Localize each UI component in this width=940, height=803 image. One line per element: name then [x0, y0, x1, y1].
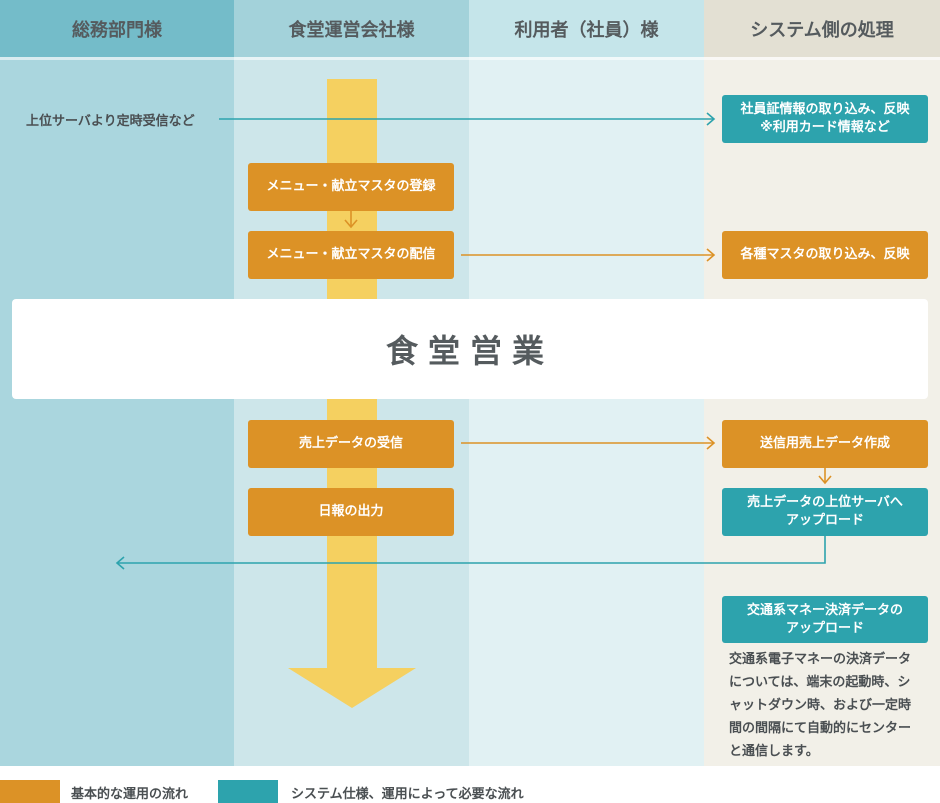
header-divider [0, 57, 234, 60]
sales-data-upload-box: 売上データの上位サーバへ アップロード [722, 488, 928, 536]
column-header-general-affairs: 総務部門様 [0, 0, 234, 57]
menu-master-distribute-box: メニュー・献立マスタの配信 [248, 231, 454, 279]
sales-data-receive-box: 売上データの受信 [248, 420, 454, 468]
employee-id-import-box: 社員証情報の取り込み、反映 ※利用カード情報など [722, 95, 928, 143]
legend-swatch-basic [0, 780, 60, 803]
header-divider [469, 57, 704, 60]
column-header-system-side: システム側の処理 [704, 0, 940, 57]
ic-money-note: 交通系電子マネーの決済データ については、端末の起動時、シ ャットダウン時、およ… [729, 652, 912, 759]
menu-master-register-box: メニュー・献立マスタの登録 [248, 163, 454, 211]
cafeteria-operation-banner: 食堂営業 [12, 299, 928, 399]
upper-server-receive-label: 上位サーバより定時受信など [26, 114, 195, 129]
legend-swatch-optional [218, 780, 278, 803]
column-header-users: 利用者（社員）様 [469, 0, 704, 57]
daily-report-output-box: 日報の出力 [248, 488, 454, 536]
column-header-cafeteria-operator: 食堂運営会社様 [234, 0, 469, 57]
master-import-box: 各種マスタの取り込み、反映 [722, 231, 928, 279]
header-divider [704, 57, 940, 60]
legend-label-basic: 基本的な運用の流れ [71, 787, 189, 802]
header-divider [234, 57, 469, 60]
sales-data-create-box: 送信用売上データ作成 [722, 420, 928, 468]
legend-label-optional: システム仕様、運用によって必要な流れ [291, 787, 524, 802]
ic-money-upload-box: 交通系マネー決済データの アップロード [722, 596, 928, 643]
